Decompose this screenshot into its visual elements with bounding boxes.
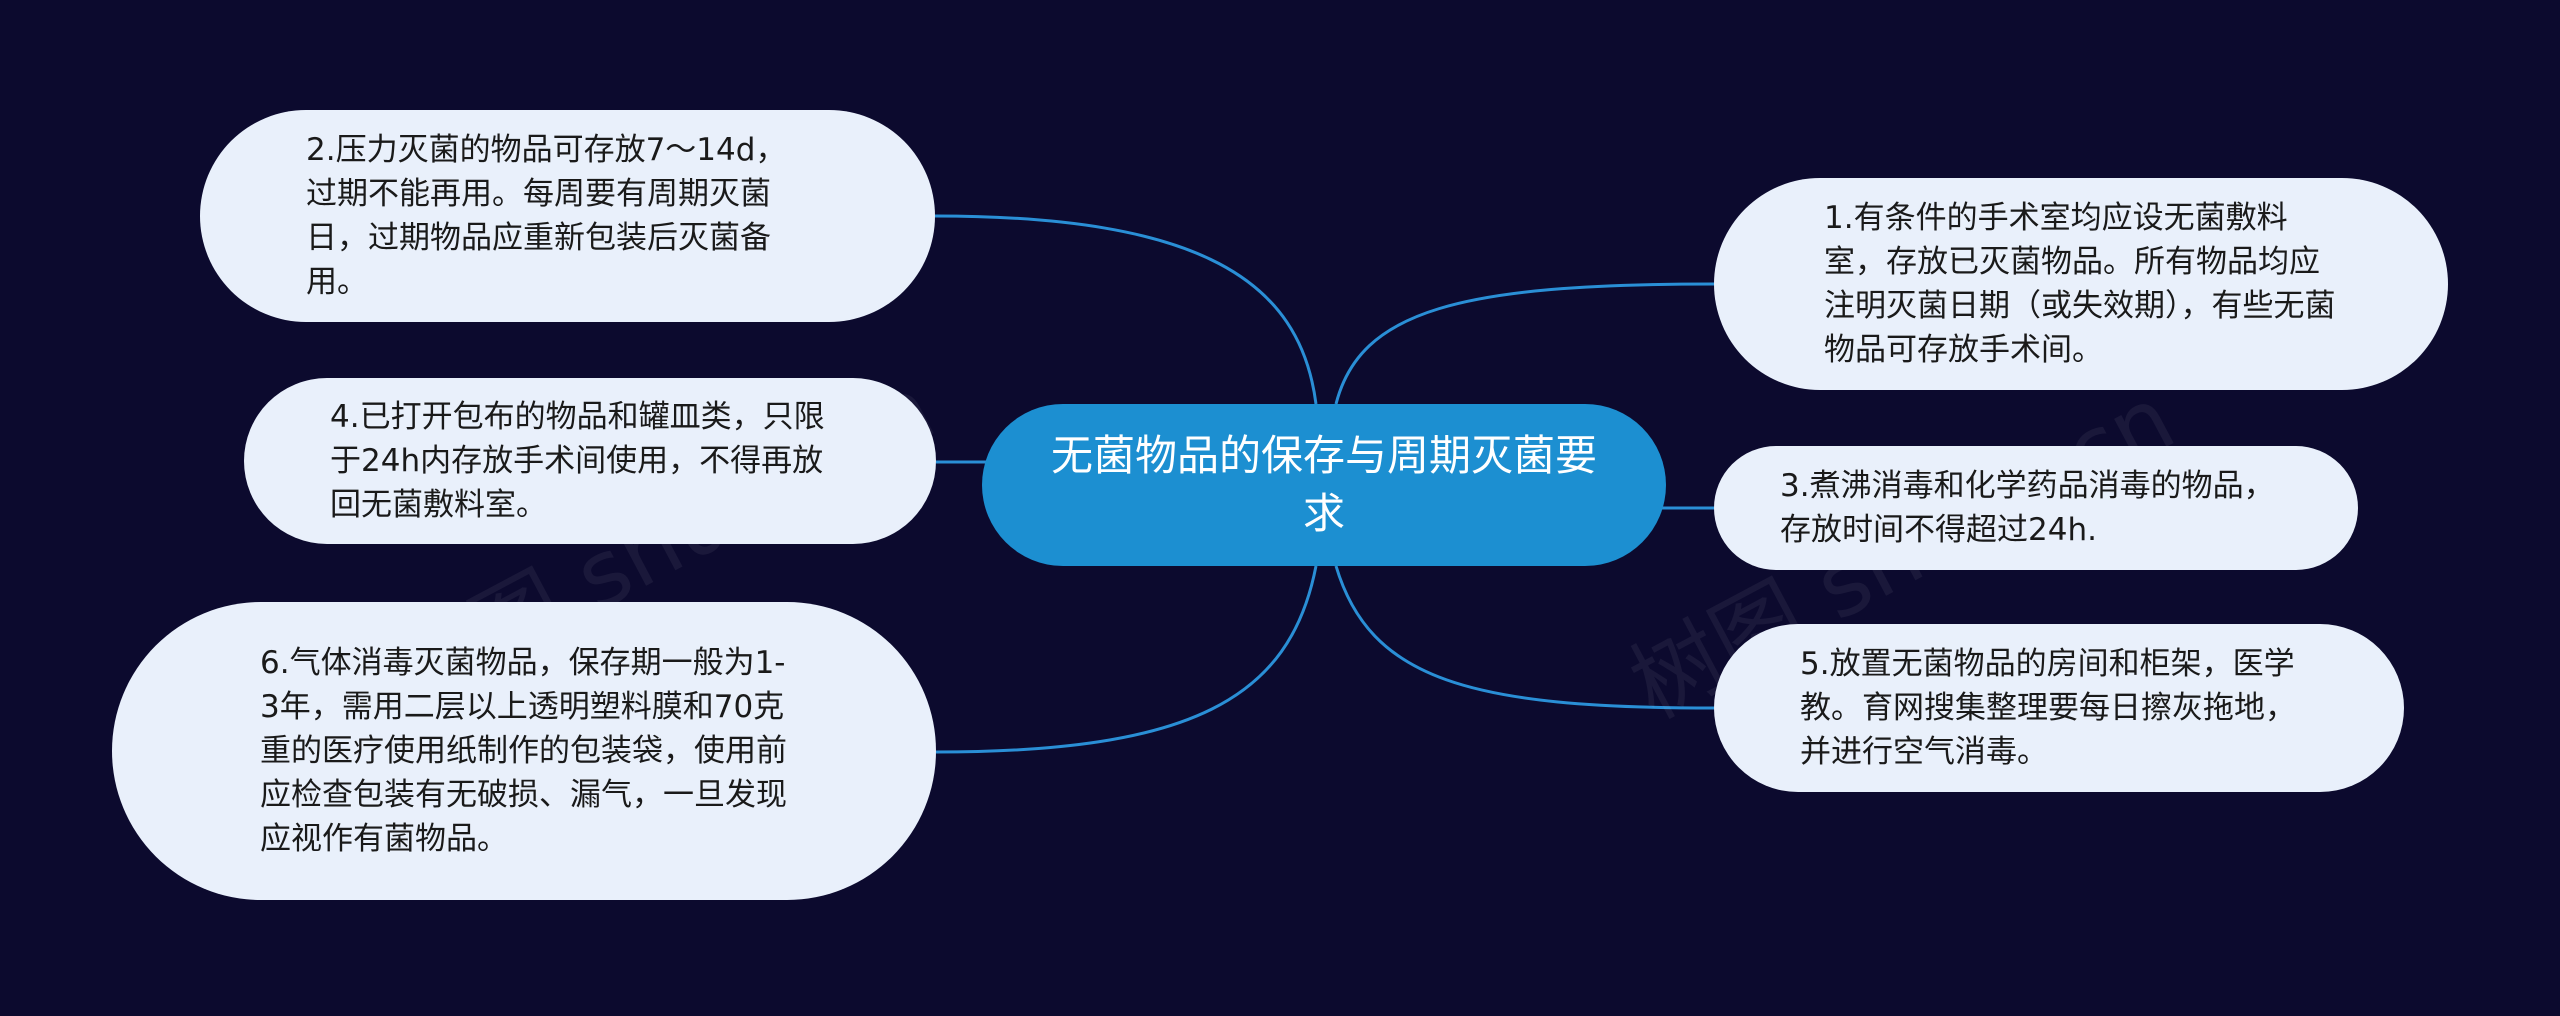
branch-node-6[interactable]: 6.气体消毒灭菌物品，保存期一般为1-3年，需用二层以上透明塑料膜和70克重的医… <box>112 602 936 900</box>
branch-node-4[interactable]: 4.已打开包布的物品和罐皿类，只限于24h内存放手术间使用，不得再放回无菌敷料室… <box>244 378 936 544</box>
branch-node-2-text: 2.压力灭菌的物品可存放7～14d，过期不能再用。每周要有周期灭菌日，过期物品应… <box>306 132 787 300</box>
link-to-branch-2 <box>934 214 1318 405</box>
branch-node-5[interactable]: 5.放置无菌物品的房间和柜架，医学教。育网搜集整理要每日擦灰拖地，并进行空气消毒… <box>1714 624 2404 792</box>
branch-node-5-text: 5.放置无菌物品的房间和柜架，医学教。育网搜集整理要每日擦灰拖地，并进行空气消毒… <box>1800 646 2296 770</box>
branch-node-3[interactable]: 3.煮沸消毒和化学药品消毒的物品，存放时间不得超过24h. <box>1714 446 2358 570</box>
central-topic-label: 无菌物品的保存与周期灭菌要求 <box>1050 431 1597 538</box>
branch-node-3-text: 3.煮沸消毒和化学药品消毒的物品，存放时间不得超过24h. <box>1780 468 2275 548</box>
branch-node-1-text: 1.有条件的手术室均应设无菌敷料室，存放已灭菌物品。所有物品均应注明灭菌日期（或… <box>1824 200 2336 368</box>
branch-node-1[interactable]: 1.有条件的手术室均应设无菌敷料室，存放已灭菌物品。所有物品均应注明灭菌日期（或… <box>1714 178 2448 390</box>
branch-node-4-text: 4.已打开包布的物品和罐皿类，只限于24h内存放手术间使用，不得再放回无菌敷料室… <box>330 399 825 523</box>
central-topic-node[interactable]: 无菌物品的保存与周期灭菌要求 <box>982 404 1666 566</box>
link-to-branch-1 <box>1334 282 1715 405</box>
link-to-branch-6 <box>935 565 1318 754</box>
branch-node-2[interactable]: 2.压力灭菌的物品可存放7～14d，过期不能再用。每周要有周期灭菌日，过期物品应… <box>200 110 935 322</box>
link-to-branch-5 <box>1334 565 1715 710</box>
branch-node-6-text: 6.气体消毒灭菌物品，保存期一般为1-3年，需用二层以上透明塑料膜和70克重的医… <box>260 645 787 857</box>
